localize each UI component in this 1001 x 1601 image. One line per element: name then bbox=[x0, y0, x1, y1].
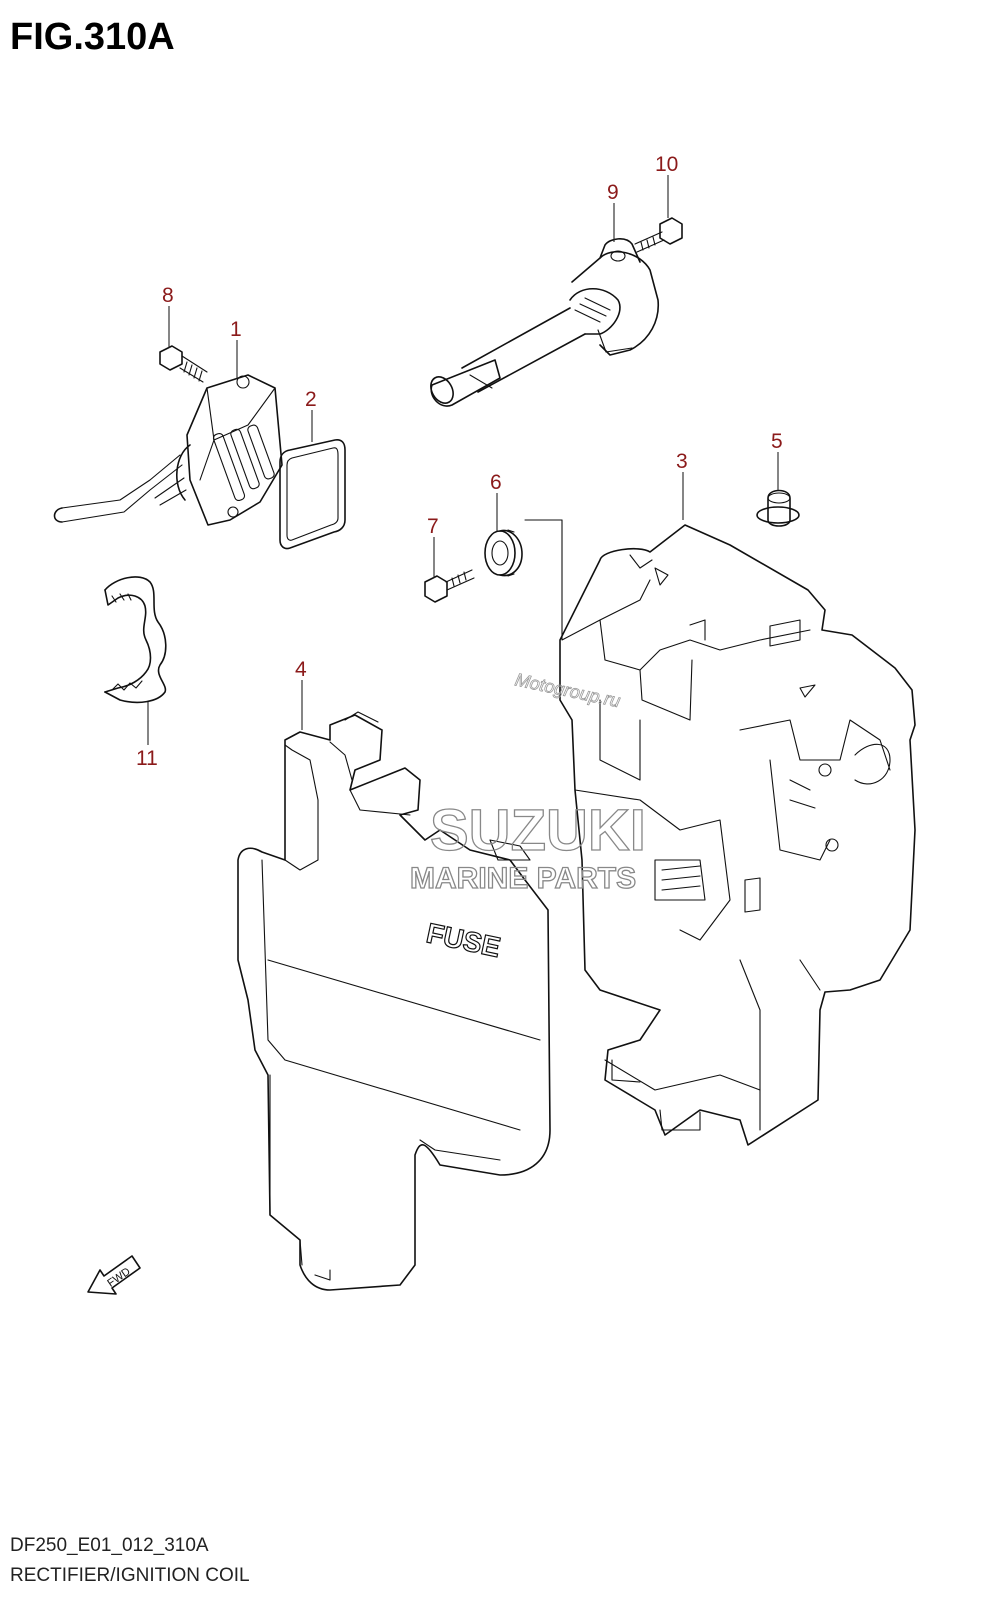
fuse-cover-part[interactable] bbox=[237, 711, 551, 1291]
rectifier-part[interactable] bbox=[53, 374, 283, 526]
callout-7: 7 bbox=[427, 515, 439, 538]
site-watermark: Motogroup.ru bbox=[513, 669, 622, 711]
fwd-label: FWD bbox=[105, 1265, 132, 1289]
bolt-8-part[interactable] bbox=[159, 345, 208, 383]
bolt-10-part[interactable] bbox=[634, 217, 683, 253]
callout-11: 11 bbox=[136, 747, 158, 770]
callout-4: 4 bbox=[295, 658, 307, 681]
leader-lines bbox=[147, 175, 779, 745]
grommet-5-part[interactable] bbox=[756, 489, 800, 527]
fwd-arrow-icon: FWD bbox=[87, 1255, 141, 1295]
diagram-name: RECTIFIER/IGNITION COIL bbox=[10, 1565, 250, 1586]
callout-3: 3 bbox=[676, 450, 688, 473]
callout-9: 9 bbox=[607, 181, 619, 204]
clamp-part[interactable] bbox=[104, 576, 167, 704]
callout-1: 1 bbox=[230, 318, 242, 341]
diagram-code: DF250_E01_012_310A bbox=[10, 1535, 209, 1556]
callout-numbers: 1 2 3 4 5 6 7 8 9 10 11 bbox=[136, 153, 783, 770]
gasket-part[interactable] bbox=[279, 439, 346, 550]
figure-title: FIG.310A bbox=[10, 16, 175, 58]
callout-2: 2 bbox=[305, 388, 317, 411]
coil-box-part[interactable] bbox=[524, 519, 916, 1146]
callout-6: 6 bbox=[490, 471, 502, 494]
callout-10: 10 bbox=[655, 153, 678, 176]
fuse-label: FUSE bbox=[424, 917, 504, 963]
ignition-coil-part[interactable] bbox=[426, 238, 660, 407]
sub-watermark: MARINE PARTS bbox=[410, 862, 636, 895]
grommet-6-part[interactable] bbox=[484, 529, 523, 577]
bolt-7-part[interactable] bbox=[424, 569, 475, 603]
brand-watermark: SUZUKI bbox=[430, 798, 646, 863]
callout-8: 8 bbox=[162, 284, 174, 307]
callout-5: 5 bbox=[771, 430, 783, 453]
